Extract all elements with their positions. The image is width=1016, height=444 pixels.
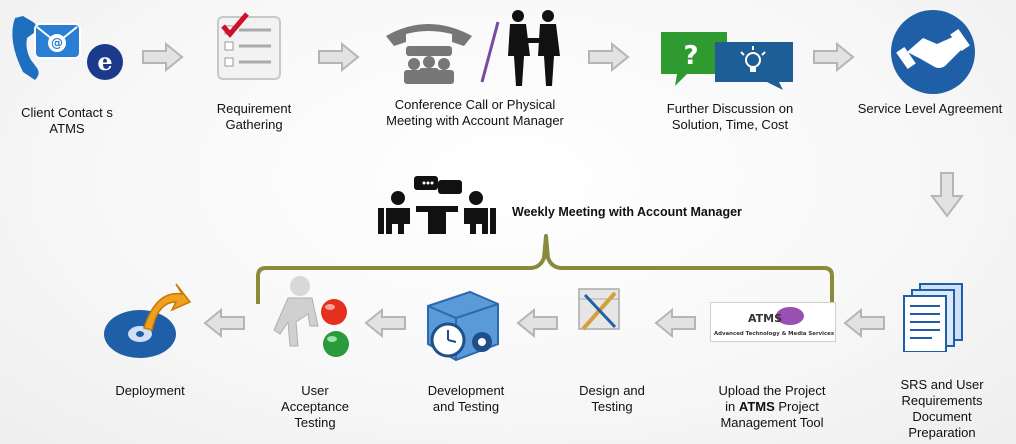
- arrow-right-icon: [142, 42, 184, 72]
- arrow-right-icon: [813, 42, 855, 72]
- svg-text:@: @: [51, 36, 63, 50]
- handshake-icon: [891, 10, 975, 94]
- discussion-bubbles-icon: ?: [661, 32, 793, 90]
- arrow-left-icon: [203, 308, 245, 338]
- arrow-right-icon: [318, 42, 360, 72]
- atms-logo: ATMS Advanced Technology & Media Service…: [710, 302, 836, 342]
- phone-email-icon: @ e: [12, 16, 123, 80]
- arrow-left-icon: [516, 308, 558, 338]
- step-label-service-level-agreement: Service Level Agreement: [857, 101, 1003, 116]
- atms-bold-text: ATMS: [738, 399, 775, 414]
- weekly-bracket: [256, 234, 834, 304]
- weekly-meeting-label: Weekly Meeting with Account Manager: [512, 205, 742, 219]
- arrow-down-icon: [930, 172, 964, 218]
- arrow-left-icon: [843, 308, 885, 338]
- arrow-left-icon: [654, 308, 696, 338]
- step-label-upload-project: Upload the Project in ATMS Project Manag…: [718, 383, 826, 430]
- conference-meeting-icon: [386, 10, 560, 86]
- svg-text:e: e: [97, 47, 112, 76]
- development-gear-clock-icon: [427, 290, 499, 362]
- arrow-right-icon: [588, 42, 630, 72]
- arrow-left-icon: [364, 308, 406, 338]
- atms-logo-name: ATMS: [748, 312, 782, 325]
- srs-documents-icon: [903, 283, 963, 352]
- checklist-icon: [217, 12, 281, 80]
- user-acceptance-figure-icon: [273, 276, 349, 357]
- deployment-disc-icon: [104, 283, 192, 358]
- weekly-meeting-icon: [378, 176, 496, 234]
- design-tools-icon: [578, 288, 620, 331]
- atms-logo-tagline: Advanced Technology & Media Services: [714, 331, 834, 337]
- step-label-deployment: Deployment: [115, 383, 185, 398]
- svg-text:?: ?: [683, 41, 698, 71]
